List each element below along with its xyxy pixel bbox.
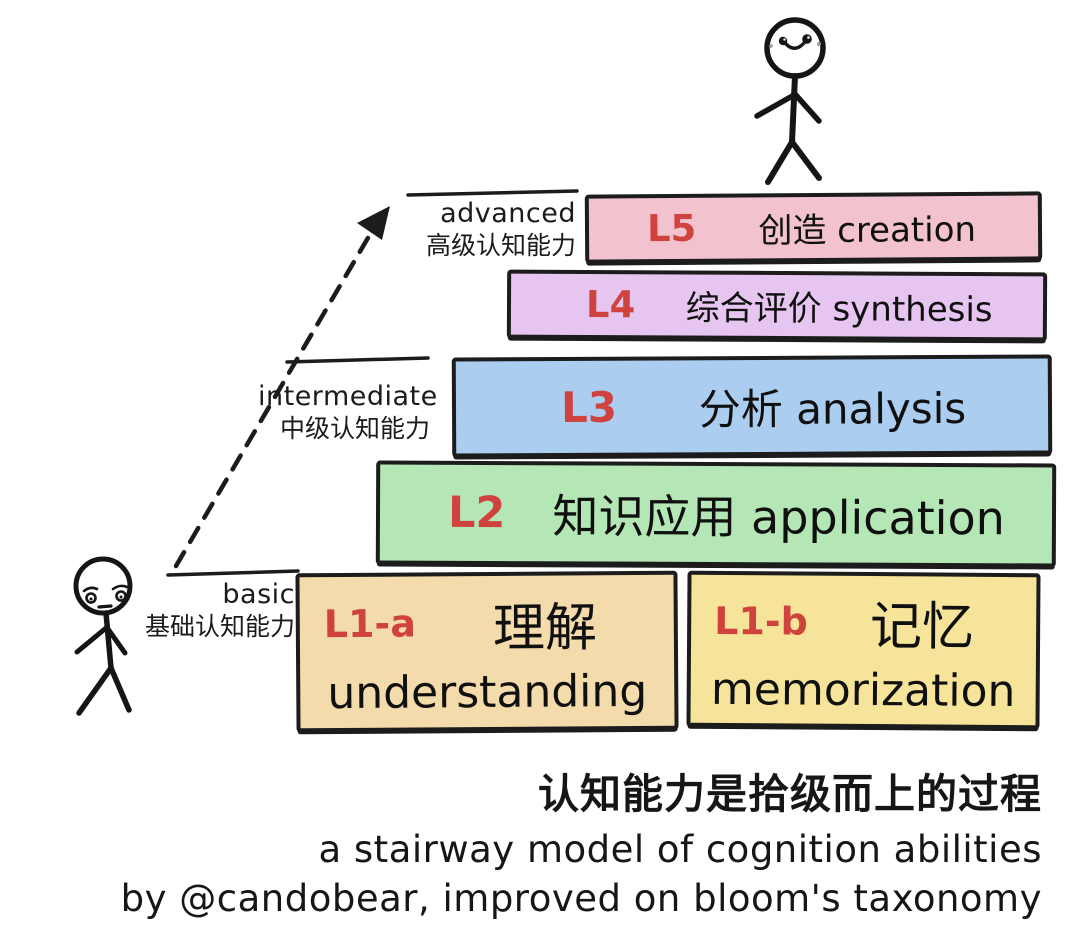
level-code-l1b: L1-b — [714, 598, 808, 644]
tier-intermediate-cn: 中级认知能力 — [279, 414, 430, 444]
happy-stick-figure-icon — [754, 17, 826, 185]
tier-label-basic: basic 基础认知能力 — [132, 579, 295, 642]
caption-title-cn: 认知能力是拾级而上的过程 — [538, 770, 1042, 818]
tier-advanced-cn: 高级认知能力 — [425, 231, 576, 261]
level-code-l4: L4 — [585, 283, 636, 327]
level-title-en-l1a: understanding — [327, 665, 648, 719]
tier-label-advanced: advanced 高级认知能力 — [388, 198, 576, 261]
level-bar-l3: L3 分析 analysis — [451, 354, 1053, 458]
caption-credit: by @candobear, improved on bloom's taxon… — [120, 877, 1042, 920]
level-title-l4: 综合评价 synthesis — [685, 288, 993, 331]
level-title-cn-l1a: 理解 — [492, 597, 598, 659]
caption: 认知能力是拾级而上的过程 a stairway model of cogniti… — [121, 760, 1042, 920]
tier-advanced-en: advanced — [440, 198, 576, 229]
intermediate-step-line — [285, 356, 430, 364]
level-title-l2: 知识应用 application — [552, 489, 1005, 546]
level-code-l5: L5 — [646, 206, 697, 251]
level-title-l5: 创造 creation — [758, 209, 977, 252]
ascent-arrow-icon — [173, 206, 390, 569]
level-code-l3: L3 — [560, 382, 618, 432]
level-bar-l1b: L1-b 记忆 memorization — [686, 570, 1041, 730]
level-bar-l4: L4 综合评价 synthesis — [506, 269, 1048, 342]
level-bar-l1a: L1-a 理解 understanding — [295, 570, 679, 733]
tier-step-lines — [166, 189, 579, 577]
caption-title-en: a stairway model of cognition abilities — [318, 828, 1042, 871]
advanced-step-line — [406, 189, 579, 197]
level-title-l3: 分析 analysis — [698, 383, 967, 434]
level-title-en-l1b: memorization — [710, 663, 1016, 718]
tier-basic-en: basic — [222, 579, 295, 610]
level-code-l2: L2 — [447, 487, 506, 539]
level-bar-l2: L2 知识应用 application — [375, 460, 1057, 568]
level-code-l1a: L1-a — [323, 601, 417, 647]
worried-stick-figure-icon — [73, 556, 133, 716]
level-bar-l5: L5 创造 creation — [584, 191, 1043, 264]
tier-intermediate-en: intermediate — [258, 381, 438, 412]
basic-step-line — [166, 569, 300, 577]
tier-label-intermediate: intermediate 中级认知能力 — [258, 381, 438, 444]
tier-basic-cn: 基础认知能力 — [144, 612, 295, 642]
level-title-cn-l1b: 记忆 — [869, 597, 975, 658]
